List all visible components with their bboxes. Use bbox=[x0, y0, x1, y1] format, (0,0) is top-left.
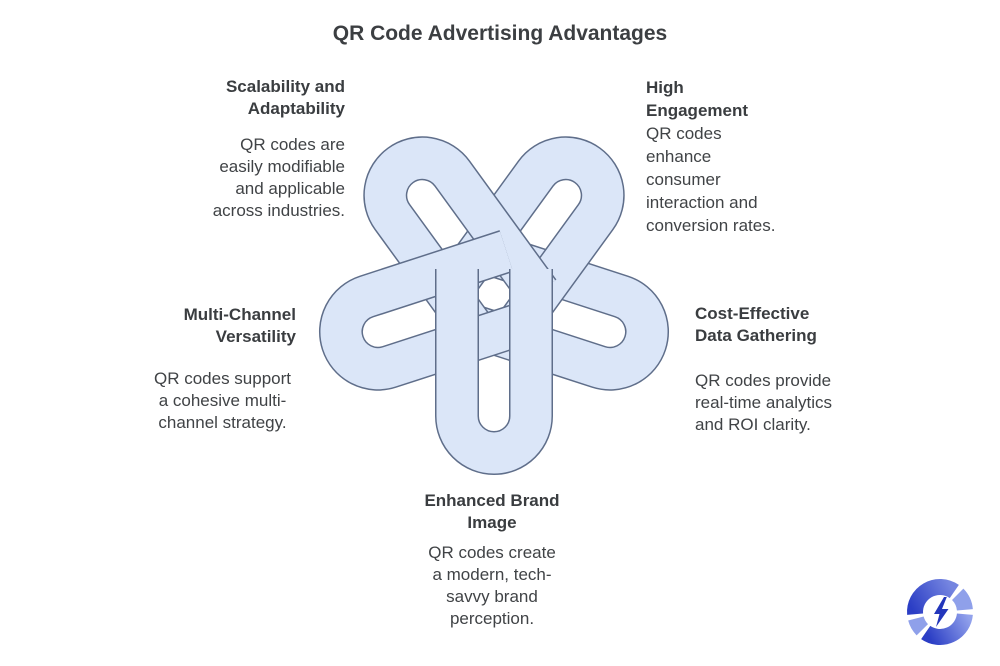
knot-loop-left bbox=[319, 230, 537, 391]
advantage-body: QR codes create a modern, tech- savvy br… bbox=[428, 543, 556, 628]
advantage-engagement: High Engagement QR codes enhance consume… bbox=[646, 76, 775, 237]
pinwheel-lightning-logo-icon bbox=[907, 579, 973, 645]
advantage-heading: High Engagement bbox=[646, 78, 749, 120]
advantage-heading: Cost-Effective Data Gathering bbox=[695, 304, 817, 345]
knot-loop-right bbox=[451, 230, 669, 391]
advantage-heading: Enhanced Brand Image bbox=[424, 491, 560, 532]
lightning-bolt-icon bbox=[934, 597, 949, 627]
advantage-multichannel-body: QR codes support a cohesive multi- chann… bbox=[153, 369, 291, 432]
knot-graphic bbox=[319, 136, 669, 475]
page-title: QR Code Advertising Advantages bbox=[332, 22, 668, 45]
advantage-body: QR codes provide real-time analytics and… bbox=[695, 371, 832, 434]
advantage-scalability: Scalability and Adaptability QR codes ar… bbox=[213, 76, 345, 222]
knot-loop-bottom bbox=[435, 269, 553, 475]
advantage-body: QR codes are easily modifiable and appli… bbox=[212, 135, 345, 220]
advantage-multichannel-heading: Multi-Channel Versatility bbox=[183, 305, 296, 346]
knot-loop-top-left bbox=[363, 136, 557, 349]
advantage-cost: Cost-Effective Data Gathering QR codes p… bbox=[695, 303, 832, 436]
knot-loop-top-right bbox=[431, 136, 625, 349]
advantage-heading: Scalability and Adaptability bbox=[225, 77, 345, 118]
advantage-brand: Enhanced Brand Image QR codes create a m… bbox=[392, 490, 592, 630]
advantage-body: QR codes enhance consumer interaction an… bbox=[646, 124, 776, 235]
